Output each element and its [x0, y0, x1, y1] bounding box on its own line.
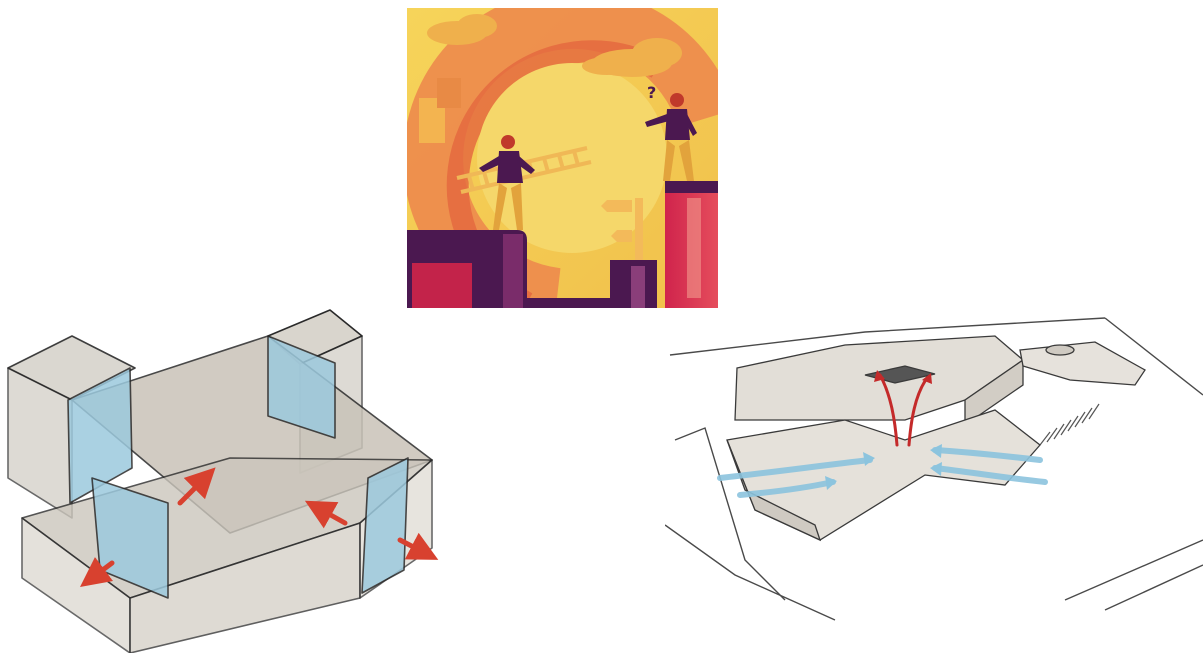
- glass-panel: [362, 458, 408, 593]
- question-mark: ?: [647, 83, 656, 102]
- roof-dome: [1046, 345, 1074, 355]
- airflow-site-art: [665, 300, 1203, 630]
- ladder-illustration-art: ?: [407, 8, 718, 308]
- ground-strip: [527, 298, 617, 308]
- small-purple-highlight: [631, 266, 645, 308]
- left-platform-pillar: [503, 234, 523, 308]
- cross-volume-diagram: [0, 308, 440, 653]
- ladder-illustration: ?: [407, 8, 718, 308]
- left-lower-block: [412, 263, 472, 308]
- cross-volume-art: [0, 308, 440, 653]
- annex-volume: [1020, 342, 1145, 385]
- deco-block: [437, 78, 461, 108]
- airflow-site-diagram: [665, 300, 1203, 630]
- stair-steps: [1040, 404, 1099, 445]
- right-pillar-highlight: [687, 198, 701, 298]
- right-pillar-top: [665, 181, 718, 193]
